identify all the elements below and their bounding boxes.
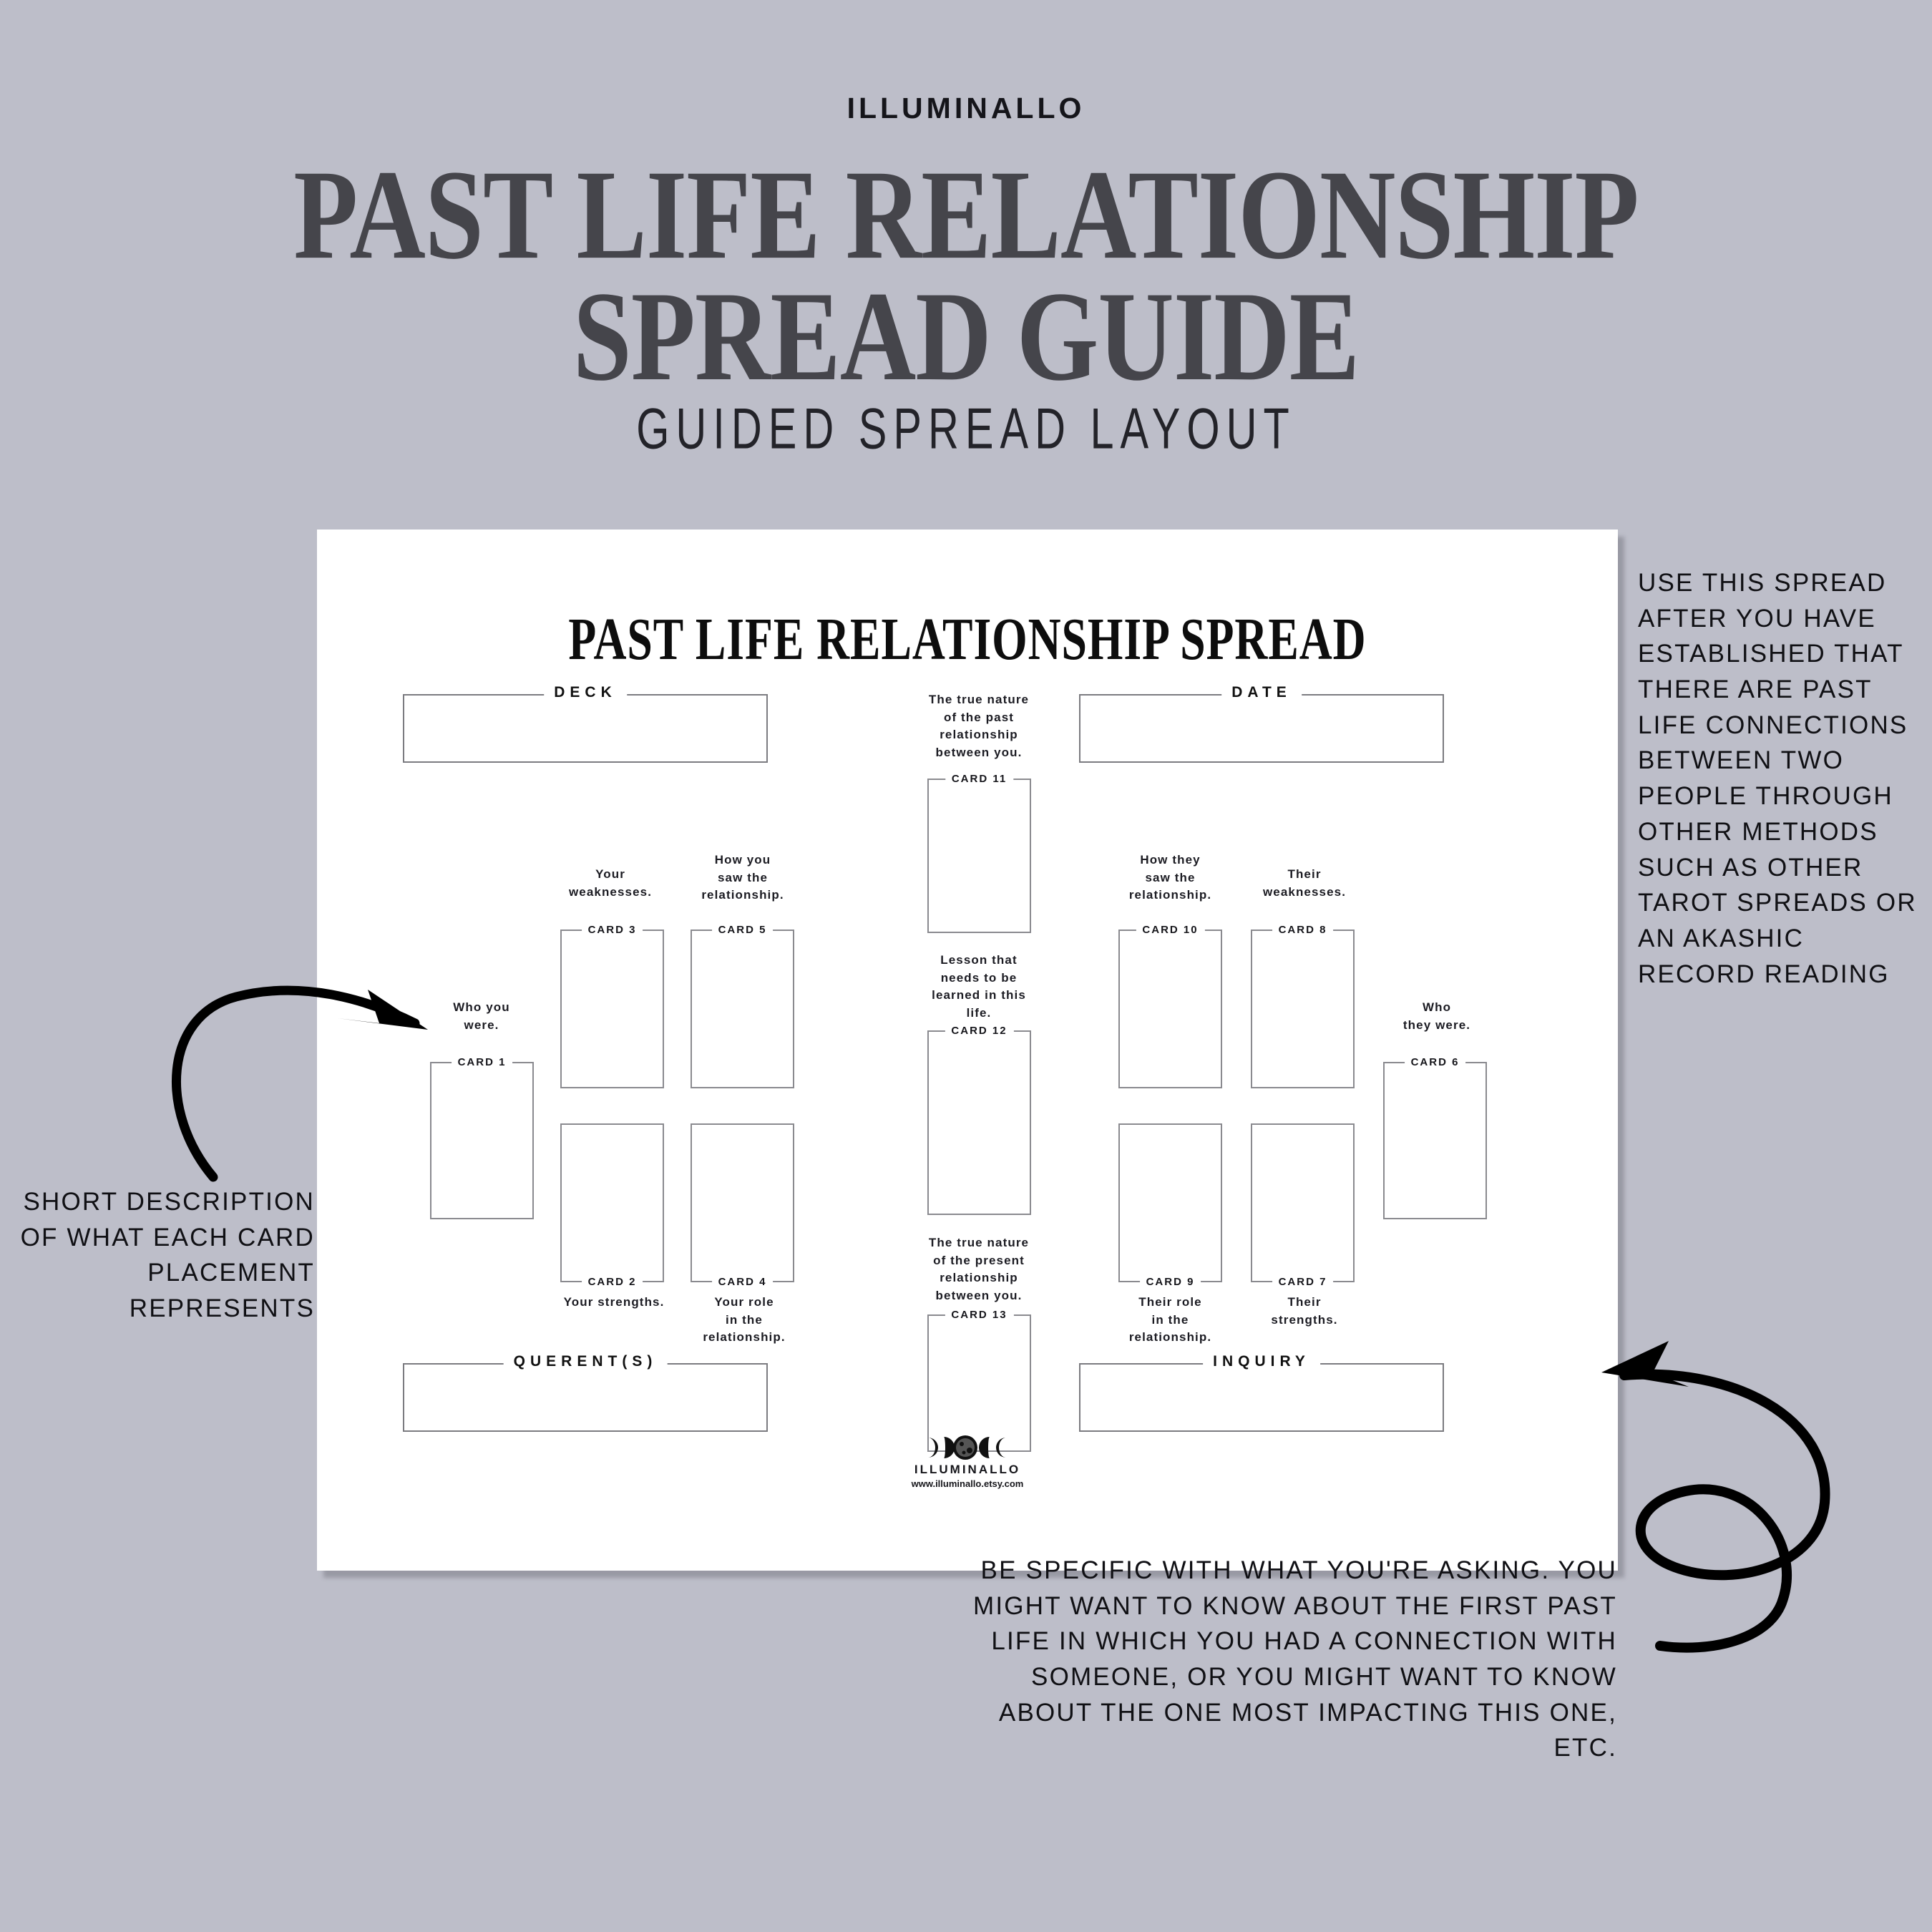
inquiry-field[interactable]: INQUIRY <box>1079 1353 1444 1432</box>
card-8-slot[interactable]: CARD 8 <box>1251 924 1355 1088</box>
card-9-label: CARD 9 <box>1139 1276 1201 1288</box>
footer-logo-name: ILLUMINALLO <box>914 1463 1021 1476</box>
card-2-slot[interactable]: CARD 2 <box>560 1123 664 1288</box>
querent-field[interactable]: QUERENT(S) <box>403 1353 768 1432</box>
inquiry-field-label: INQUIRY <box>1203 1353 1320 1370</box>
card-11-label: CARD 11 <box>945 773 1014 785</box>
card-4-slot[interactable]: CARD 4 <box>691 1123 794 1288</box>
card-10-slot[interactable]: CARD 10 <box>1118 924 1222 1088</box>
card-9-slot[interactable]: CARD 9 <box>1118 1123 1222 1288</box>
left-curved-arrow <box>172 985 428 1182</box>
annotation-bottom: BE SPECIFIC WITH WHAT YOU'RE ASKING. YOU… <box>973 1556 1617 1762</box>
card-7-slot[interactable]: CARD 7 <box>1251 1123 1355 1288</box>
moon-phases-icon <box>928 1435 1006 1460</box>
page-title: PAST LIFE RELATIONSHIP SPREAD GUIDE <box>29 150 1903 408</box>
date-field-label: DATE <box>1221 684 1302 701</box>
date-field[interactable]: DATE <box>1079 684 1444 763</box>
footer-logo: ILLUMINALLO www.illuminallo.etsy.com <box>860 1435 1075 1489</box>
card-7-label: CARD 7 <box>1272 1276 1334 1288</box>
card-1-slot[interactable]: CARD 1 <box>430 1056 534 1219</box>
card-1-label: CARD 1 <box>451 1056 513 1068</box>
deck-field-label: DECK <box>544 684 627 701</box>
card-5-slot[interactable]: CARD 5 <box>691 924 794 1088</box>
card-2-label: CARD 2 <box>581 1276 643 1288</box>
card-10-label: CARD 10 <box>1136 924 1205 936</box>
spread-sheet-title: PAST LIFE RELATIONSHIP SPREAD <box>568 606 1367 673</box>
card-13-label: CARD 13 <box>945 1309 1014 1321</box>
card-3-label: CARD 3 <box>581 924 643 936</box>
right-looping-arrow <box>1601 1341 1830 1653</box>
card-11-slot[interactable]: CARD 11 <box>927 773 1031 933</box>
card-3-slot[interactable]: CARD 3 <box>560 924 664 1088</box>
page-title-line-2: SPREAD GUIDE <box>572 265 1360 408</box>
annotation-right: USE THIS SPREAD AFTER YOU HAVE ESTABLISH… <box>1638 569 1917 988</box>
page-subtitle: GUIDED SPREAD LAYOUT <box>636 396 1296 461</box>
footer-logo-url[interactable]: www.illuminallo.etsy.com <box>911 1478 1024 1489</box>
deck-field[interactable]: DECK <box>403 684 768 763</box>
spread-sheet: PAST LIFE RELATIONSHIP SPREAD DECK DATE … <box>317 530 1618 1571</box>
card-6-label: CARD 6 <box>1404 1056 1466 1068</box>
card-5-label: CARD 5 <box>711 924 774 936</box>
card-12-slot[interactable]: CARD 12 <box>927 1025 1031 1215</box>
card-8-label: CARD 8 <box>1272 924 1334 936</box>
card-2-description: Your strengths. <box>563 1295 665 1309</box>
page-title-line-1: PAST LIFE RELATIONSHIP <box>293 143 1639 286</box>
annotation-left: SHORT DESCRIPTION OF WHAT EACH CARD PLAC… <box>20 1188 315 1323</box>
card-12-label: CARD 12 <box>945 1025 1014 1037</box>
card-4-label: CARD 4 <box>711 1276 774 1288</box>
card-6-slot[interactable]: CARD 6 <box>1383 1056 1487 1219</box>
brand-name: ILLUMINALLO <box>847 92 1085 125</box>
card-13-slot[interactable]: CARD 13 <box>927 1309 1031 1452</box>
querent-field-label: QUERENT(S) <box>503 1353 668 1370</box>
